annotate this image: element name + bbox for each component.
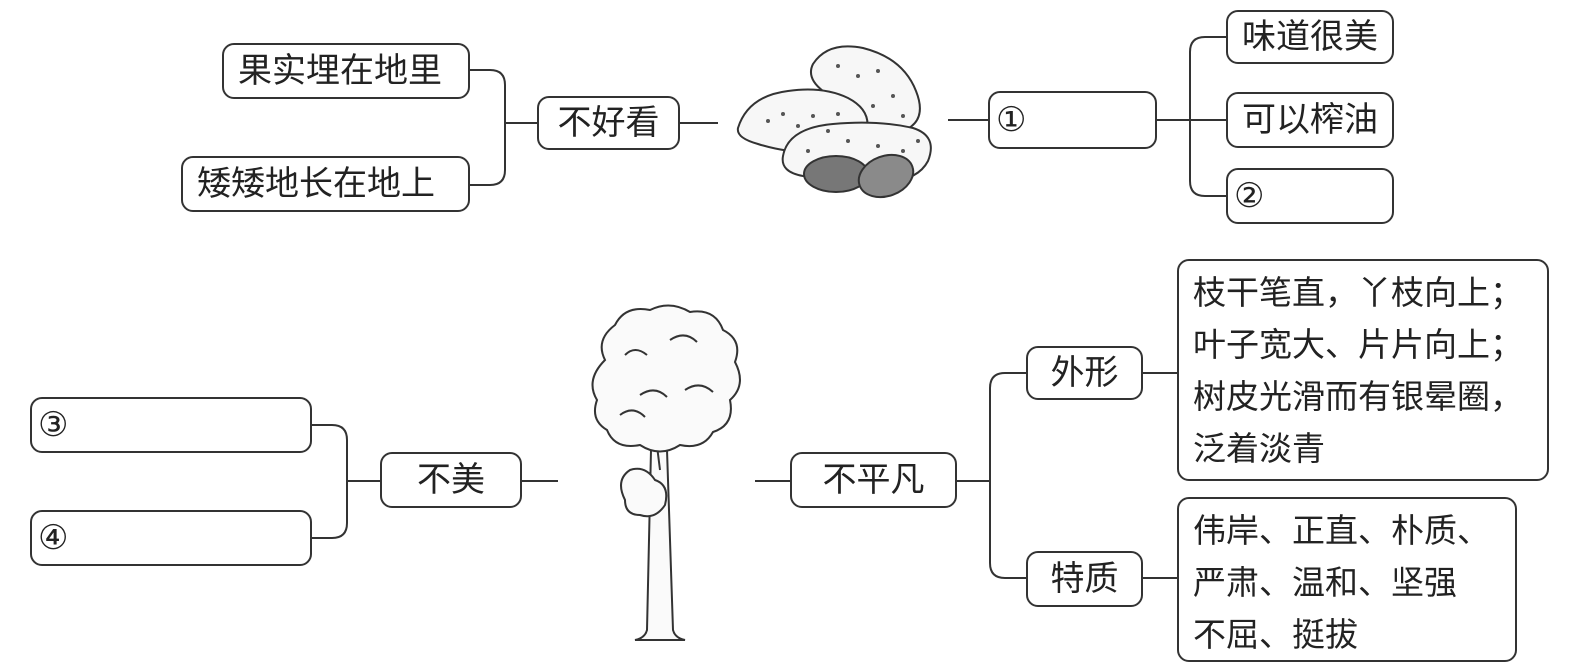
peanut-illustration [736, 45, 932, 199]
peanut-grows-low-box: 矮矮地长在地上 [181, 156, 470, 212]
tree-not-beautiful-text: 不美 [417, 460, 485, 500]
tree-extraordinary-box: 不平凡 [790, 452, 957, 508]
peanut-fruit-underground-text: 果实埋在地里 [238, 51, 442, 91]
peanut-blank-1-text: ① [996, 100, 1027, 140]
peanut-tastes-good-box: 味道很美 [1226, 10, 1394, 64]
tree-appearance-line: 枝干笔直，丫枝向上； [1193, 273, 1523, 312]
tree-illustration [591, 304, 741, 641]
peanut-oil-box: 可以榨油 [1226, 92, 1394, 148]
tree-appearance-line: 泛着淡青 [1193, 429, 1325, 468]
tree-character-label: 特质 [1050, 559, 1119, 599]
tree-appearance-line: 树皮光滑而有银晕圈， [1193, 377, 1523, 416]
tree-appearance-label: 外形 [1050, 353, 1119, 393]
peanut-fruit-underground-box: 果实埋在地里 [222, 43, 470, 99]
tree-blank-4-box: ④ [30, 510, 312, 566]
tree-character-line: 不屈、挺拔 [1193, 615, 1358, 654]
peanut-grows-low-text: 矮矮地长在地上 [197, 164, 435, 204]
peanut-tastes-good-text: 味道很美 [1242, 17, 1378, 57]
peanut-blank-1-box: ① [988, 91, 1157, 149]
tree-extraordinary-text: 不平凡 [822, 460, 925, 500]
tree-character-detail-box: 伟岸、正直、朴质、 严肃、温和、坚强 不屈、挺拔 [1177, 497, 1517, 662]
tree-not-beautiful-box: 不美 [380, 452, 522, 508]
tree-character-box: 特质 [1026, 551, 1143, 607]
tree-appearance-box: 外形 [1026, 346, 1143, 400]
peanut-blank-2-text: ② [1234, 176, 1265, 216]
tree-blank-4-text: ④ [38, 518, 69, 558]
peanut-blank-2-box: ② [1226, 168, 1394, 224]
peanut-not-pretty-box: 不好看 [537, 96, 680, 150]
tree-character-line: 伟岸、正直、朴质、 [1193, 511, 1490, 550]
peanut-oil-text: 可以榨油 [1242, 100, 1378, 140]
peanut-not-pretty-text: 不好看 [557, 103, 660, 143]
tree-character-line: 严肃、温和、坚强 [1193, 563, 1457, 602]
tree-appearance-line: 叶子宽大、片片向上； [1193, 325, 1523, 364]
tree-appearance-detail-box: 枝干笔直，丫枝向上； 叶子宽大、片片向上； 树皮光滑而有银晕圈， 泛着淡青 [1177, 259, 1549, 481]
tree-blank-3-text: ③ [38, 405, 69, 445]
tree-blank-3-box: ③ [30, 397, 312, 453]
